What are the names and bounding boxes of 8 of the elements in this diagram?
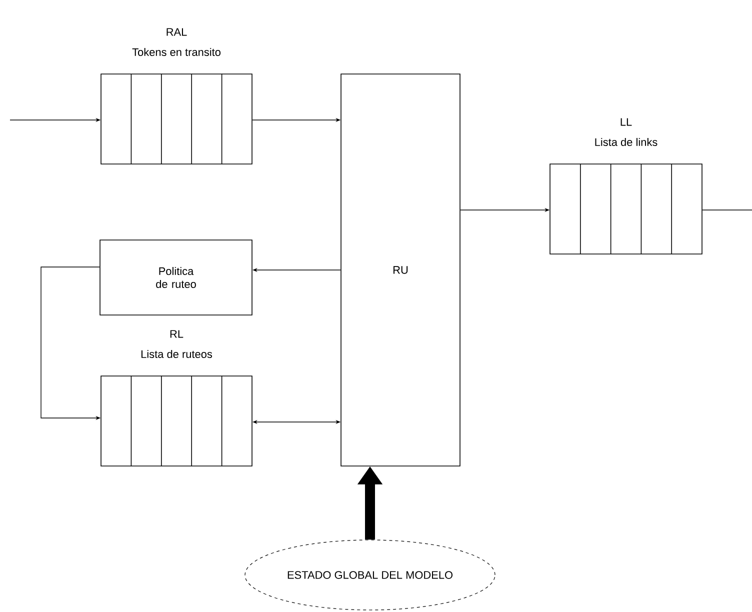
process-box: Politica de ruteo	[100, 240, 252, 316]
queue-label: RL	[170, 330, 184, 338]
queue-label: RAL	[166, 28, 187, 36]
process-box: RU	[340, 74, 460, 466]
queue-label: Tokens en transito	[132, 48, 220, 56]
queue-label: Lista de ruteos	[141, 350, 212, 358]
queue-label: LL	[620, 118, 632, 126]
queue-label: Lista de links	[595, 138, 658, 146]
